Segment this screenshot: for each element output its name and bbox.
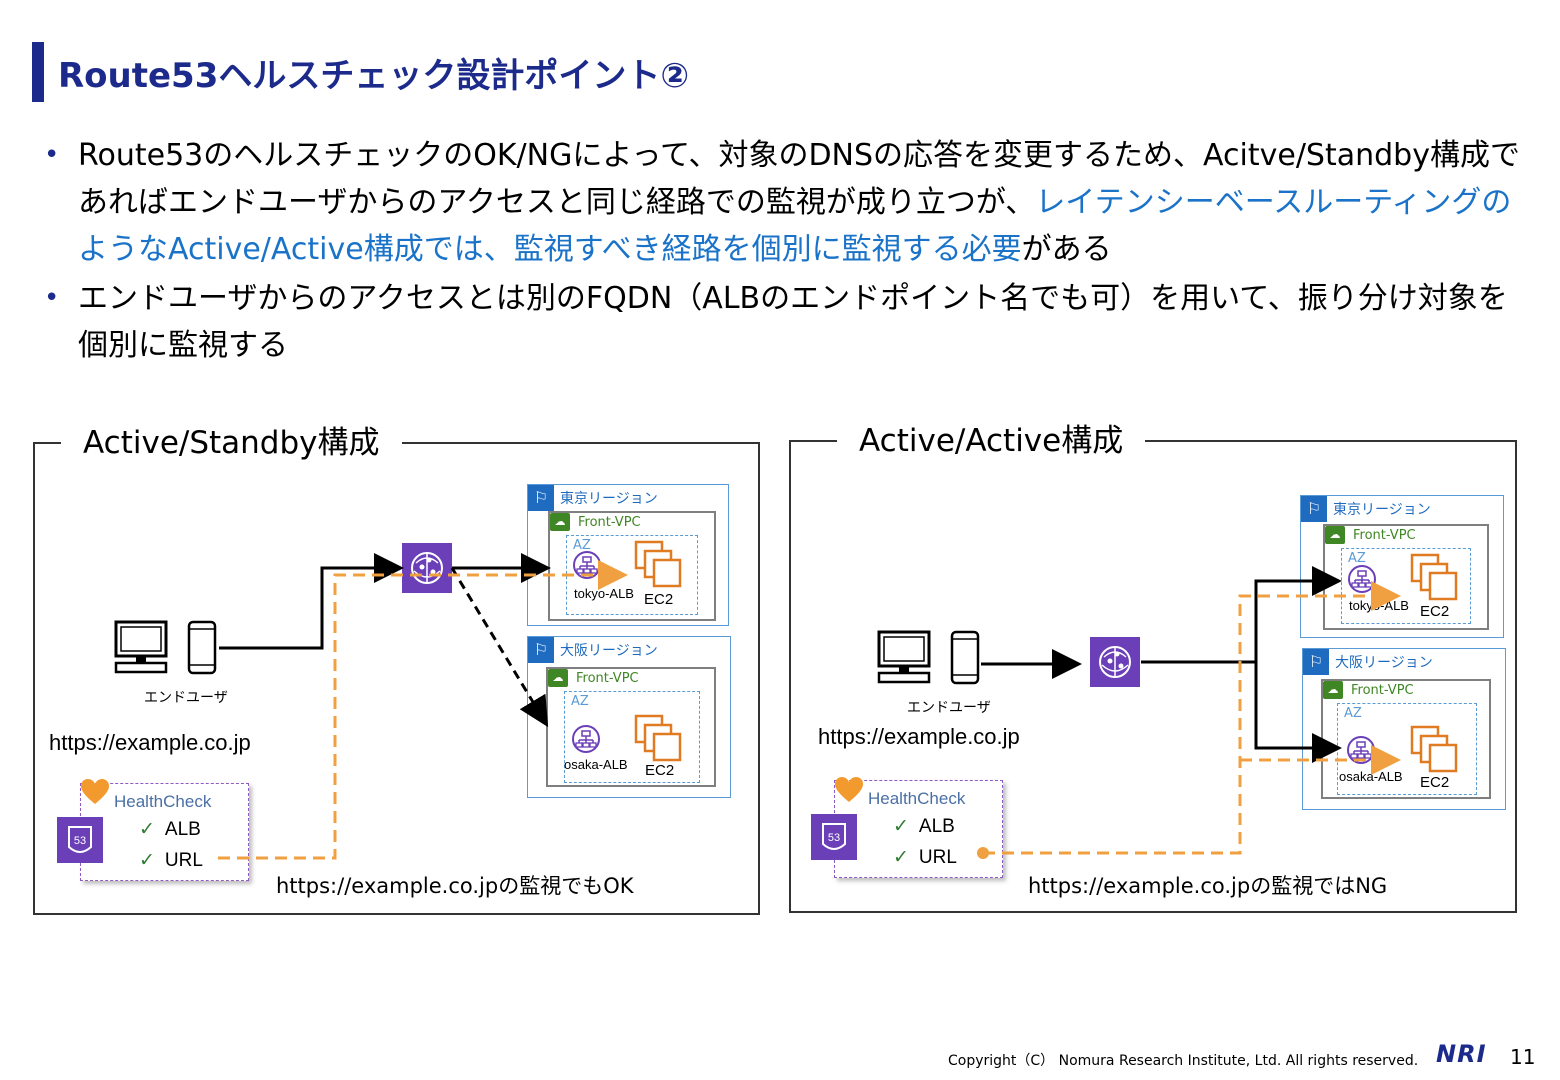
- right-hc-url-item: ✓ URL: [893, 846, 957, 869]
- left-healthcheck-label: HealthCheck: [114, 792, 212, 811]
- region-flag-icon: ⚐: [1303, 649, 1329, 675]
- left-route53-shield-icon: [57, 817, 103, 863]
- right-url: https://example.co.jp: [818, 724, 1020, 749]
- right-enduser-label: エンドユーザ: [907, 700, 991, 716]
- right-osaka-ec2-label: EC2: [1420, 774, 1450, 791]
- left-tokyo-region-label: 東京リージョン: [560, 491, 658, 507]
- left-osaka-alb-icon: [572, 725, 600, 753]
- page-number: 11: [1510, 1045, 1536, 1069]
- left-osaka-az-label: AZ: [571, 694, 589, 709]
- left-osaka-region-label: 大阪リージョン: [560, 643, 658, 659]
- bullet-1-text-a: Route53のヘルスチェックのOK/NGによって、対象のDNSの応答を変更する…: [78, 138, 1520, 220]
- right-healthcheck-label: HealthCheck: [868, 789, 966, 808]
- bullet-item-1: Route53のヘルスチェックのOK/NGによって、対象のDNSの応答を変更する…: [44, 132, 1524, 273]
- left-tokyo-ec2-label: EC2: [644, 591, 674, 608]
- left-tokyo-az-label: AZ: [573, 538, 591, 553]
- right-dns-to-osaka-arrow: [1254, 662, 1342, 763]
- check-icon: ✓: [139, 819, 155, 840]
- right-dns-to-tokyo-arrow: [1254, 566, 1342, 662]
- vpc-cloud-icon: ☁: [1325, 526, 1345, 544]
- right-tokyo-alb-icon: [1348, 565, 1376, 593]
- left-healthcheck-path: [218, 560, 628, 860]
- right-smartphone-icon: [950, 630, 980, 685]
- right-tokyo-ec2-icon: [1410, 553, 1458, 601]
- copyright-text: Copyright（C） Nomura Research Institute, …: [948, 1053, 1419, 1069]
- right-osaka-az-label: AZ: [1344, 706, 1362, 721]
- bullet-item-2: エンドユーザからのアクセスとは別のFQDN（ALBのエンドポイント名でも可）を用…: [44, 275, 1524, 369]
- right-heart-icon: [835, 777, 863, 802]
- right-route53-icon: [1090, 637, 1140, 687]
- right-desktop-icon: [877, 630, 931, 684]
- check-icon: ✓: [893, 816, 909, 837]
- title-accent-bar: [32, 42, 44, 102]
- bullet-list: Route53のヘルスチェックのOK/NGによって、対象のDNSの応答を変更する…: [44, 132, 1524, 371]
- region-flag-icon: ⚐: [528, 485, 554, 511]
- right-tokyo-vpc-label: Front-VPC: [1353, 528, 1416, 543]
- left-tokyo-region: ⚐ 東京リージョン ☁ Front-VPC AZ: [527, 484, 729, 626]
- left-osaka-alb-label: osaka-ALB: [564, 757, 628, 772]
- right-healthcheck-box: HealthCheck ✓ ALB ✓ URL: [834, 780, 1003, 878]
- left-caption: https://example.co.jpの監視でもOK: [276, 874, 634, 898]
- vpc-cloud-icon: ☁: [550, 513, 570, 531]
- left-hc-alb-label: ALB: [164, 819, 201, 840]
- nri-logo: NRI: [1436, 1040, 1487, 1068]
- right-caption: https://example.co.jpの監視ではNG: [1028, 874, 1388, 898]
- right-tokyo-az-label: AZ: [1348, 551, 1366, 566]
- active-standby-title: Active/Standby構成: [61, 421, 402, 465]
- region-flag-icon: ⚐: [528, 637, 554, 663]
- left-osaka-az: AZ: [564, 691, 700, 783]
- active-active-panel: Active/Active構成: [789, 419, 1517, 913]
- left-desktop-icon: [114, 620, 168, 674]
- left-tokyo-ec2-icon: [634, 540, 682, 588]
- left-osaka-vpc: ☁ Front-VPC AZ: [546, 667, 716, 787]
- left-hc-url-label: URL: [164, 850, 203, 871]
- bullet-1-highlight: レイテンシーベースルーティングのようなActive/Active構成では、監視す…: [78, 185, 1512, 267]
- check-icon: ✓: [893, 847, 909, 868]
- right-osaka-region-label: 大阪リージョン: [1335, 655, 1433, 671]
- check-icon: ✓: [139, 850, 155, 871]
- left-route53-icon: [402, 543, 452, 593]
- right-healthcheck-tokyo-path: [983, 581, 1401, 855]
- region-flag-icon: ⚐: [1301, 496, 1327, 522]
- left-osaka-ec2-icon: [634, 714, 682, 762]
- left-tokyo-vpc-label: Front-VPC: [578, 515, 641, 530]
- vpc-cloud-icon: ☁: [548, 669, 568, 687]
- left-enduser-label: エンドユーザ: [144, 690, 228, 706]
- left-heart-icon: [81, 779, 109, 804]
- page-title: Route53ヘルスチェック設計ポイント②: [58, 56, 690, 96]
- vpc-cloud-icon: ☁: [1323, 681, 1343, 699]
- right-route53-shield-icon: [811, 814, 857, 860]
- left-hc-url-item: ✓ URL: [139, 849, 203, 872]
- right-osaka-ec2-icon: [1410, 725, 1458, 773]
- right-osaka-vpc-label: Front-VPC: [1351, 683, 1414, 698]
- left-dns-to-osaka-standby-arrow: [450, 567, 549, 728]
- left-user-to-dns-arrow: [219, 553, 404, 650]
- left-osaka-vpc-label: Front-VPC: [576, 671, 639, 686]
- right-hc-alb-label: ALB: [918, 816, 955, 837]
- left-smartphone-icon: [187, 620, 217, 675]
- active-standby-panel: Active/Standby構成: [33, 421, 760, 915]
- right-osaka-region: ⚐ 大阪リージョン ☁ Front-VPC AZ: [1302, 648, 1506, 810]
- left-hc-alb-item: ✓ ALB: [139, 818, 201, 841]
- right-tokyo-region-label: 東京リージョン: [1333, 502, 1431, 518]
- left-osaka-ec2-label: EC2: [645, 762, 675, 779]
- left-url: https://example.co.jp: [49, 730, 251, 755]
- bullet-1-text-b: がある: [1021, 232, 1112, 267]
- right-tokyo-ec2-label: EC2: [1420, 603, 1450, 620]
- left-osaka-region: ⚐ 大阪リージョン ☁ Front-VPC AZ: [527, 636, 731, 798]
- right-hc-url-label: URL: [918, 847, 957, 868]
- right-hc-alb-item: ✓ ALB: [893, 815, 955, 838]
- left-healthcheck-box: HealthCheck ✓ ALB ✓ URL: [80, 783, 249, 881]
- active-active-title: Active/Active構成: [837, 419, 1146, 463]
